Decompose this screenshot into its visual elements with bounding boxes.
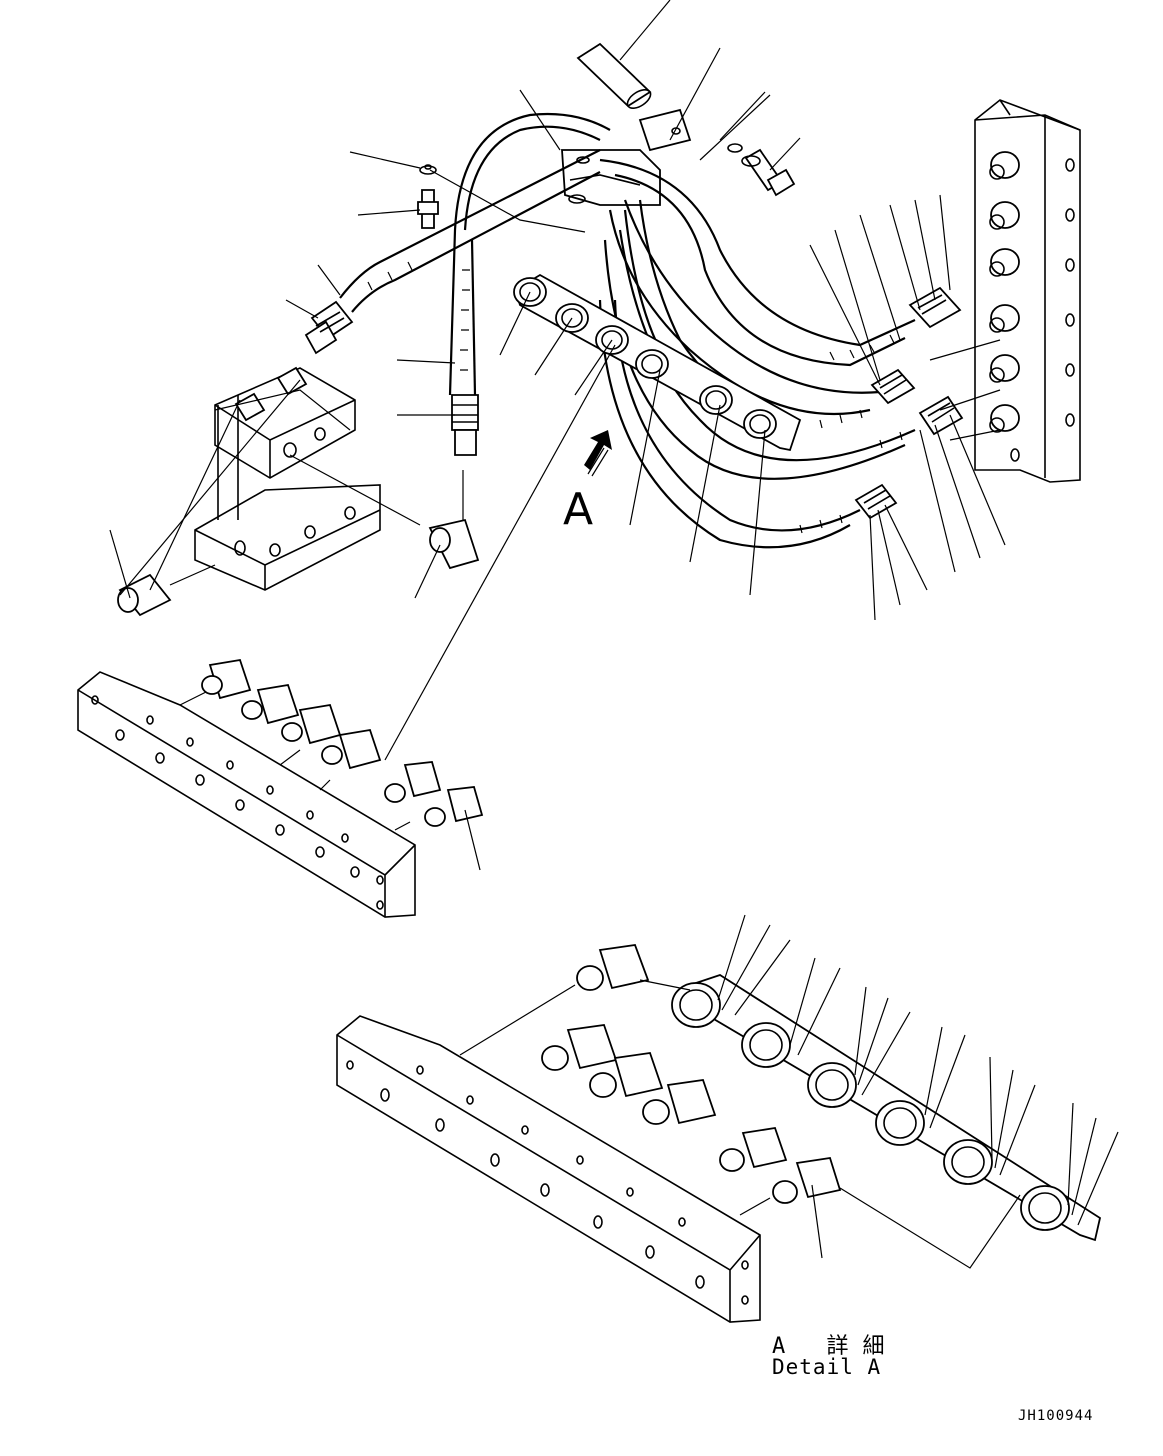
drawing-number: JH100944 [1018,1408,1094,1424]
quick-coupler-row-top [513,273,802,452]
view-marker-label: A [563,484,594,535]
view-arrow-a [584,430,612,477]
bolt-left [417,164,439,229]
bolt-right [727,143,796,197]
protective-sleeve [576,42,652,109]
detail-title-japanese: A 詳細 [772,1334,899,1359]
right-valve-block [974,99,1081,483]
leader-middle-fitting [464,809,481,871]
left-hose-fitting [304,300,354,355]
detail-a-couplers [671,974,1102,1242]
leader-lines-upper [109,0,1006,621]
hose-bundle [339,112,916,549]
clamp-assembly [417,42,796,229]
right-hose-fittings [854,286,964,520]
middle-manifold-block [77,671,416,918]
leader-lines-detail-a [639,914,1119,1269]
block-fittings [989,151,1020,433]
link-line-a [384,344,616,761]
detail-a-elbow-fittings [541,944,842,1204]
detail-a-manifold-block [336,984,771,1323]
detail-title-english: Detail A [772,1355,882,1379]
middle-elbow-fittings [201,658,484,827]
center-hose-fitting [451,394,479,456]
